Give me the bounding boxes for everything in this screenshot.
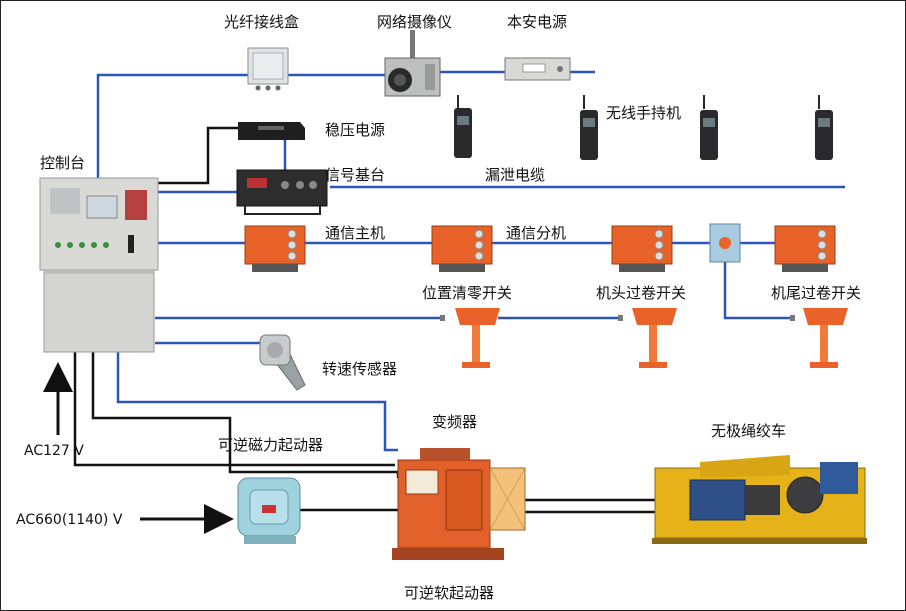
label-tail-overwind-switch: 机尾过卷开关 — [771, 284, 861, 302]
label-control-console: 控制台 — [40, 154, 85, 172]
position-reset-switch-device — [440, 308, 500, 368]
label-comm-host: 通信主机 — [325, 224, 385, 242]
labels: 光纤接线盒 网络摄像仪 本安电源 无线手持机 稳压电源 控制台 信号基台 漏泄电… — [16, 13, 861, 602]
head-overwind-switch-device — [618, 308, 677, 368]
label-inverter: 变频器 — [432, 413, 477, 431]
line-inverter-to-winch — [525, 498, 660, 514]
handheld-2 — [580, 95, 598, 160]
winch-device — [652, 455, 867, 544]
control-console — [39, 177, 159, 353]
magnetic-starter-device — [237, 477, 301, 544]
comm-host-unit — [244, 225, 306, 272]
signal-base-station — [236, 169, 328, 215]
label-ac660: AC660(1140) V — [16, 512, 123, 528]
label-soft-starter: 可逆软起动器 — [404, 584, 494, 602]
comm-extension-unit-1 — [431, 225, 493, 272]
label-fiber-box: 光纤接线盒 — [224, 13, 299, 31]
label-magnetic-starter: 可逆磁力起动器 — [218, 436, 323, 454]
label-head-overwind-switch: 机头过卷开关 — [596, 284, 686, 302]
junction-box-blue — [709, 223, 741, 263]
line-console-inverter-power — [73, 352, 395, 467]
network-camera — [384, 30, 441, 97]
label-signal-base: 信号基台 — [325, 166, 385, 184]
handheld-1 — [454, 95, 472, 158]
fiber-junction-box — [247, 47, 289, 91]
tail-overwind-switch-device — [790, 308, 848, 368]
label-wireless-handheld: 无线手持机 — [606, 104, 681, 122]
label-ac127: AC127 V — [24, 443, 84, 459]
black-wiring — [73, 126, 660, 514]
voltage-stabilizer — [238, 122, 305, 140]
line-console-stabilizer — [155, 126, 238, 185]
comm-extension-unit-3 — [774, 225, 836, 272]
label-position-reset-switch: 位置清零开关 — [422, 284, 512, 302]
line-inverter-control — [116, 352, 398, 452]
label-stabilizer: 稳压电源 — [325, 121, 385, 139]
line-tail-switch-drop — [723, 262, 790, 320]
label-winch: 无极绳绞车 — [711, 422, 786, 440]
label-comm-extension: 通信分机 — [506, 224, 566, 242]
label-camera: 网络摄像仪 — [377, 13, 452, 31]
line-console-to-fiber — [96, 73, 248, 183]
line-leaky-cable — [155, 185, 845, 194]
comm-units — [244, 223, 836, 272]
speed-sensor-device — [259, 334, 306, 391]
label-intrinsic-power: 本安电源 — [507, 13, 567, 31]
wireless-handhelds — [454, 95, 833, 160]
label-leaky-cable: 漏泄电缆 — [485, 166, 545, 184]
handheld-3 — [700, 95, 718, 160]
handheld-4 — [815, 95, 833, 160]
label-speed-sensor: 转速传感器 — [322, 360, 397, 378]
comm-extension-unit-2 — [611, 225, 673, 272]
blue-wiring — [96, 70, 845, 452]
intrinsic-power-supply — [504, 57, 571, 81]
limit-switches — [440, 308, 848, 368]
power-arrows — [43, 362, 234, 534]
inverter-device — [392, 448, 526, 560]
